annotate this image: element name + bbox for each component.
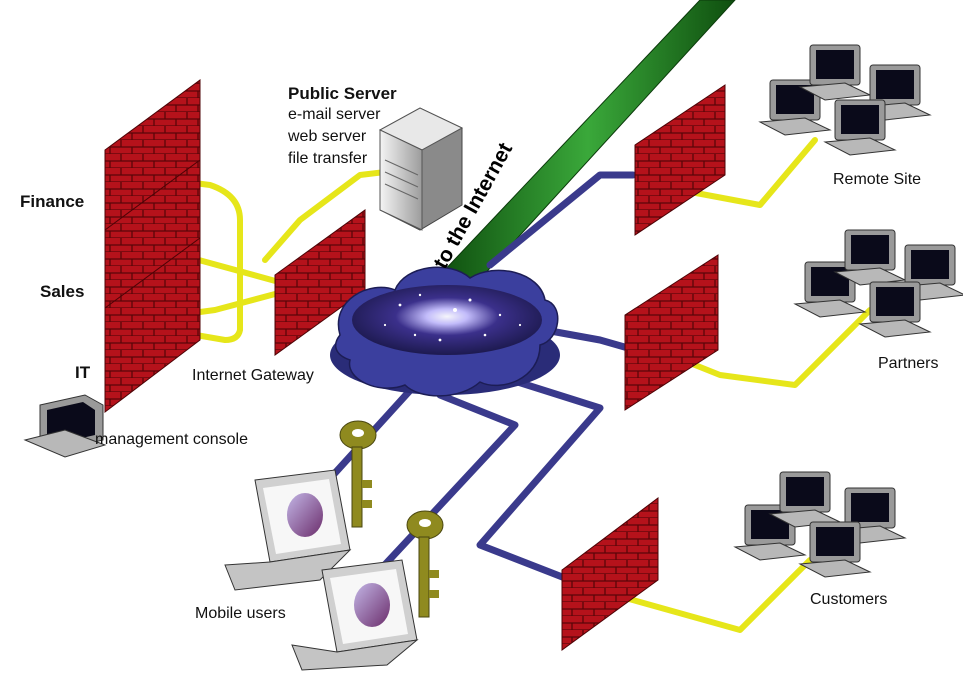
key-icon (339, 420, 377, 528)
firewall-remote-site (634, 84, 726, 236)
label-remote-site: Remote Site (833, 171, 922, 188)
label-web-server: web server (288, 128, 367, 145)
pipe-remote-site-yellow (677, 137, 818, 208)
partners-computers (793, 229, 963, 338)
pipe-to-partners (541, 326, 632, 352)
label-it: IT (75, 363, 91, 382)
server-tower-icon (378, 107, 464, 231)
label-public-server: Public Server (288, 84, 397, 103)
desktop-computer-icon (768, 471, 842, 528)
label-sales: Sales (40, 282, 85, 301)
firewall-it (104, 237, 201, 414)
key-icon (406, 510, 444, 618)
label-email-server: e-mail server (288, 106, 381, 123)
pipe-to-customers (476, 374, 604, 584)
pipe-to-mobile-2 (376, 391, 519, 574)
desktop-computer-icon (798, 44, 872, 101)
remote-site-computers (758, 44, 932, 156)
label-mobile-users: Mobile users (195, 605, 286, 622)
label-customers: Customers (810, 591, 888, 608)
customers-computers (733, 471, 907, 578)
pipe-to-remote-site (486, 171, 637, 269)
pipe-finance (152, 175, 243, 343)
label-internet-gateway: Internet Gateway (192, 367, 314, 384)
pipe-customers-yellow (612, 557, 813, 633)
label-management-console: management console (95, 431, 248, 448)
network-cloud-icon (330, 266, 560, 397)
label-file-transfer: file transfer (288, 150, 368, 167)
desktop-computer-icon (858, 281, 932, 338)
firewall-partners (624, 254, 719, 411)
laptop-icon (224, 469, 352, 591)
desktop-computer-icon (823, 99, 897, 156)
desktop-computer-icon (23, 394, 107, 458)
desktop-computer-icon (833, 229, 907, 286)
laptop-icon (291, 559, 419, 671)
label-partners: Partners (878, 355, 939, 372)
pipe-public-server (262, 169, 388, 263)
desktop-computer-icon (798, 521, 872, 578)
firewall-customers (561, 497, 659, 651)
label-finance: Finance (20, 192, 85, 211)
